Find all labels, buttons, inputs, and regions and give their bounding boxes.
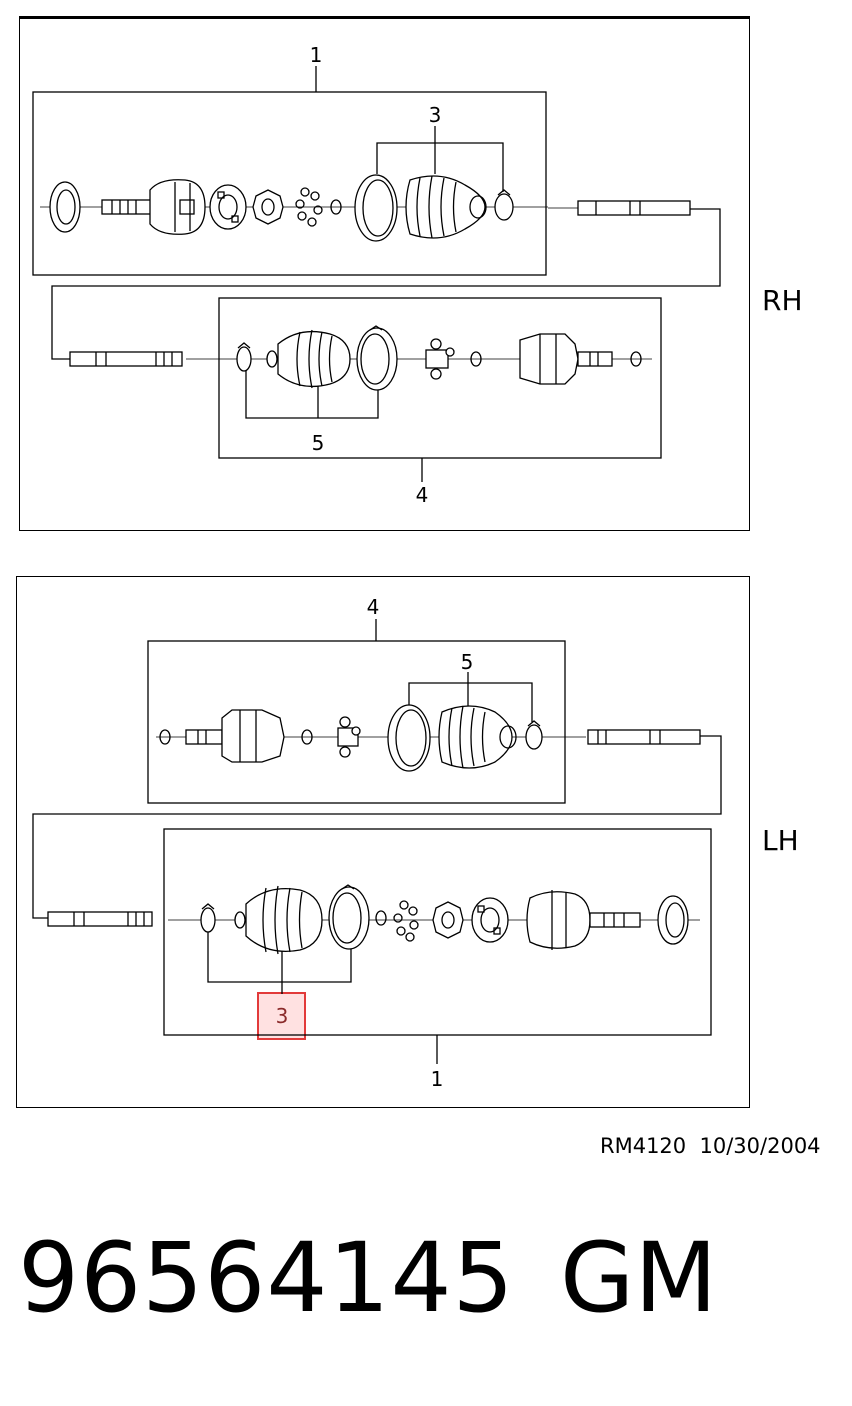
rh-callout-3: 3 — [429, 103, 442, 127]
rh-outer-boot-icon — [405, 175, 487, 239]
rh-inner-boot-clamp-icon — [356, 325, 398, 391]
rh-diagram-panel — [19, 16, 750, 531]
rh-assembly — [32, 66, 721, 482]
rh-inner-snap-ring-icon — [470, 351, 482, 367]
rh-callout-4: 4 — [416, 483, 429, 507]
lh-intermediate-shaft-icon — [587, 729, 701, 745]
rh-stub-shaft-icon — [101, 199, 153, 215]
lh-callout-4: 4 — [367, 595, 380, 619]
lh-outer-boot-clamp-icon — [328, 884, 370, 950]
rh-outer-boot-clamp-icon — [354, 174, 398, 242]
lh-inner-snap-ring-icon — [301, 729, 313, 745]
side-label-rh: RH — [762, 284, 803, 317]
part-brand: GM — [560, 1222, 718, 1334]
lh-inner-race-icon — [432, 901, 464, 939]
rh-inner-joint-box — [218, 297, 662, 459]
lh-balls-icon — [393, 900, 419, 942]
lh-small-clamp-icon — [525, 720, 543, 750]
rh-outer-joint-box — [32, 91, 547, 276]
rh-intermediate-shaft-icon — [577, 200, 691, 216]
rh-balls-icon — [295, 187, 323, 227]
lh-inner-joint-box — [147, 640, 566, 804]
lh-tripod-icon — [337, 716, 361, 758]
rh-inner-boot-icon — [266, 329, 351, 389]
rh-tripod-housing-icon — [519, 333, 613, 385]
rh-snap-ring-icon — [330, 199, 342, 215]
highlighted-callout-box[interactable] — [257, 992, 306, 1040]
rh-small-clamp-icon — [494, 189, 514, 221]
lh-bar-shaft-icon — [47, 911, 153, 927]
lh-outer-boot-icon — [234, 885, 323, 955]
lh-outer-seal-icon — [657, 895, 689, 945]
side-label-lh: LH — [762, 824, 799, 857]
lh-end-seal-icon — [159, 729, 171, 745]
lh-outer-small-clamp-icon — [200, 903, 216, 933]
rh-tripod-icon — [425, 338, 455, 380]
lh-inner-boot-icon — [438, 705, 517, 769]
lh-callout-3[interactable]: 3 — [276, 1004, 289, 1028]
rh-inner-small-clamp-icon — [236, 342, 252, 372]
rh-callout-1: 1 — [310, 43, 323, 67]
rh-cage-icon — [209, 184, 247, 230]
rh-callout-5: 5 — [312, 431, 325, 455]
rh-cv-outer-race-icon — [149, 179, 206, 235]
lh-inner-boot-clamp-icon — [387, 704, 431, 772]
lh-callout-5: 5 — [461, 650, 474, 674]
lh-diagram-panel — [16, 576, 750, 1108]
rh-inner-race-icon — [252, 189, 284, 225]
rh-end-seal-icon — [630, 351, 642, 367]
diagram-reference: RM4120 10/30/2004 — [600, 1134, 821, 1158]
lh-cv-outer-race-icon — [526, 890, 641, 950]
lh-callout-1: 1 — [431, 1067, 444, 1091]
rh-outer-seal-icon — [49, 181, 81, 233]
part-number: 96564145 — [18, 1222, 515, 1334]
lh-assembly — [32, 619, 722, 1064]
lh-cage-icon — [471, 897, 509, 943]
lh-snap-ring-icon — [375, 910, 387, 926]
rh-bar-shaft-icon — [69, 351, 183, 367]
lh-tripod-housing-icon — [185, 709, 285, 763]
